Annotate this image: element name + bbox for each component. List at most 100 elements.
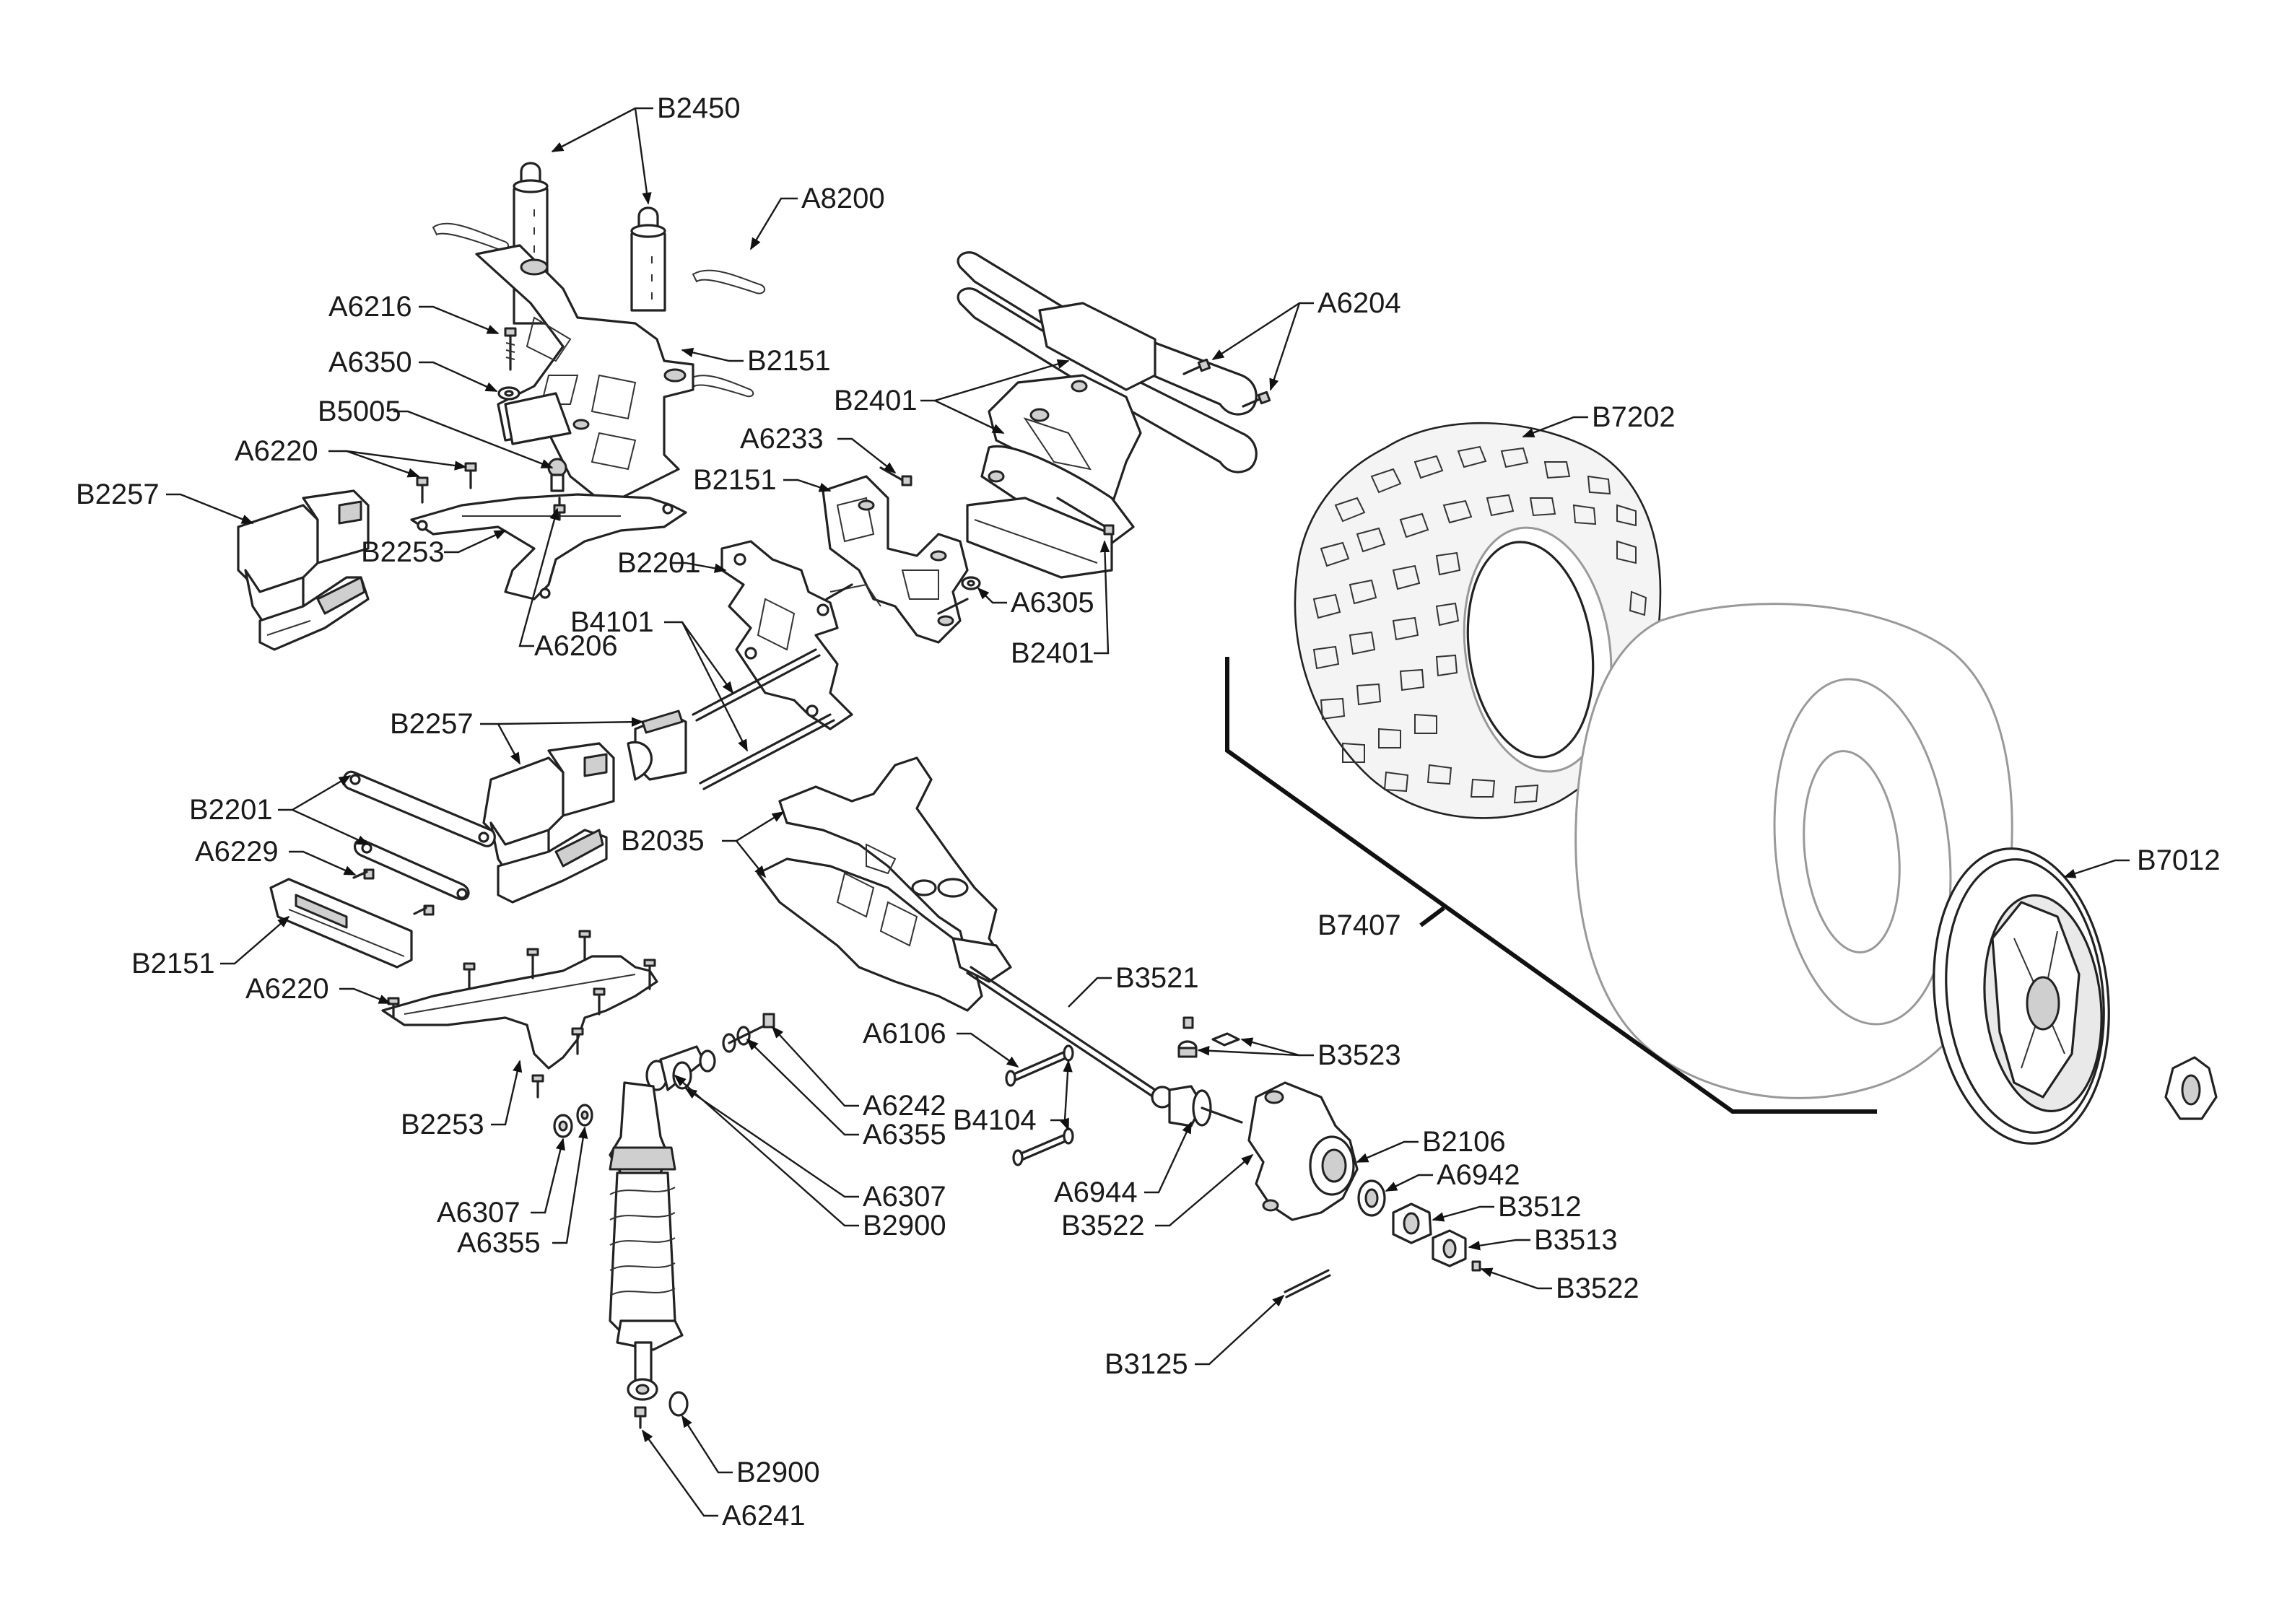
screw-a6229-a <box>352 868 375 880</box>
label-a6229: A6229 <box>195 836 279 868</box>
hinge-pin-b4101-a <box>692 648 821 722</box>
leader-lines <box>166 107 2130 1517</box>
label-b2253-low: B2253 <box>401 1109 484 1140</box>
screw-a6233 <box>879 466 912 486</box>
label-b2201-top: B2201 <box>617 547 701 579</box>
label-a6942: A6942 <box>1437 1159 1520 1191</box>
label-a6220-top: A6220 <box>235 435 318 467</box>
bearing-a6942 <box>1357 1179 1386 1217</box>
hinge-pin-b4101-b <box>699 713 835 790</box>
mount-b2257-lower <box>482 710 687 904</box>
screw-a6204-b <box>1242 390 1271 408</box>
washer-a6305 <box>961 576 981 590</box>
label-b7407: B7407 <box>1317 909 1401 941</box>
bulkhead <box>822 475 969 644</box>
label-b3125: B3125 <box>1105 1348 1188 1380</box>
label-b3522-mid: B3522 <box>1061 1210 1145 1241</box>
label-b7012: B7012 <box>2137 844 2221 876</box>
label-a6206: A6206 <box>534 630 618 662</box>
shock-absorber-b2900 <box>609 1045 705 1401</box>
shock-hardware-a6307 <box>553 1114 573 1138</box>
bracket-b7407 <box>1225 657 1877 1114</box>
label-b2900-low: B2900 <box>736 1457 820 1488</box>
studs-a6220-lower <box>387 930 656 1099</box>
label-b2401-top: B2401 <box>834 385 918 416</box>
driveshaft-b3521 <box>966 966 1243 1127</box>
link-b2201-lower-a <box>342 770 496 847</box>
label-b2151-top: B2151 <box>747 345 831 377</box>
suspension-arm-b2035 <box>757 756 1012 1012</box>
screw-a6229-b <box>413 904 435 916</box>
screw-a6220-top-a <box>416 476 429 504</box>
label-b3523: B3523 <box>1317 1039 1401 1071</box>
label-a6106: A6106 <box>863 1018 946 1049</box>
nut-b3513 <box>1432 1229 1467 1267</box>
label-a6307-right: A6307 <box>863 1181 946 1213</box>
hinge-brace-b2201 <box>720 540 853 730</box>
screw-a6216 <box>504 327 517 371</box>
part-labels: B2450 A8200 A6204 A6216 A6350 B2151 B240… <box>76 92 2221 1532</box>
body-clip-left <box>432 222 510 251</box>
label-b5005: B5005 <box>318 396 401 427</box>
label-b2401-low: B2401 <box>1011 637 1094 669</box>
label-b4101: B4101 <box>570 606 654 638</box>
label-a6216: A6216 <box>328 291 412 323</box>
shock-spacer-b2900-lower <box>668 1391 689 1417</box>
screw-long-b2401 <box>1056 497 1115 536</box>
label-b2151-mid: B2151 <box>693 464 777 496</box>
setscrew-b3522-small <box>1471 1260 1481 1272</box>
label-b3512: B3512 <box>1498 1191 1582 1223</box>
label-a6242: A6242 <box>863 1090 946 1122</box>
setscrew-b3523 <box>1177 1016 1240 1058</box>
body-post-right <box>630 206 666 312</box>
label-a6220-low: A6220 <box>245 973 329 1005</box>
label-b2900-mid: B2900 <box>863 1210 946 1241</box>
mount-b2257-upper <box>237 489 370 651</box>
label-b2201-low: B2201 <box>189 794 273 826</box>
label-a6233: A6233 <box>740 423 824 455</box>
label-b3522-right: B3522 <box>1556 1272 1639 1304</box>
label-a8200: A8200 <box>801 183 885 214</box>
pin-b4104 <box>1012 1127 1074 1166</box>
screw-a6241 <box>634 1406 647 1429</box>
label-a6944: A6944 <box>1054 1176 1138 1208</box>
skid-b2151-lower <box>269 878 413 969</box>
wheel-b7012 <box>1933 847 2110 1145</box>
label-a6350: A6350 <box>328 346 412 378</box>
tire-b7202 <box>1294 422 1662 819</box>
label-b2151-low: B2151 <box>131 948 215 979</box>
shock-hardware-a6355 <box>576 1104 593 1127</box>
body-clip-small <box>688 375 754 398</box>
label-b2253-top: B2253 <box>361 536 445 568</box>
label-b4104: B4104 <box>953 1104 1037 1136</box>
plate-b2253-lower <box>381 955 658 1070</box>
label-b2257-top: B2257 <box>76 479 160 510</box>
wheel-hex-b7012 <box>2164 1056 2218 1120</box>
label-b2450: B2450 <box>657 92 741 124</box>
pin-a6106 <box>1005 1044 1074 1087</box>
label-a6355-left: A6355 <box>457 1227 541 1259</box>
washer-a6350 <box>497 386 520 401</box>
label-a6305: A6305 <box>1011 587 1094 619</box>
hex-b3512 <box>1392 1202 1432 1244</box>
tire-insert-b7407 <box>1574 603 2013 1099</box>
pin-b3125 <box>1284 1269 1331 1298</box>
plate-b2253-upper <box>410 493 687 601</box>
ball-stud-b5005 <box>547 458 567 492</box>
label-a6204: A6204 <box>1317 287 1401 319</box>
screw-a6220-top-b <box>464 462 477 489</box>
shock-tower <box>475 244 694 507</box>
screw-a6204-a <box>1182 358 1211 375</box>
body-clip-right <box>692 269 766 294</box>
label-a6355-right: A6355 <box>863 1119 946 1151</box>
label-b2035: B2035 <box>621 825 705 857</box>
label-b2257-low: B2257 <box>390 708 474 740</box>
shock-hardware-a6242 <box>722 1013 775 1053</box>
label-b2106: B2106 <box>1422 1126 1506 1158</box>
label-b7202: B7202 <box>1592 401 1676 433</box>
hub-carrier-b2106 <box>1247 1081 1359 1221</box>
label-b3521: B3521 <box>1115 962 1199 994</box>
label-a6307-left: A6307 <box>437 1197 520 1228</box>
